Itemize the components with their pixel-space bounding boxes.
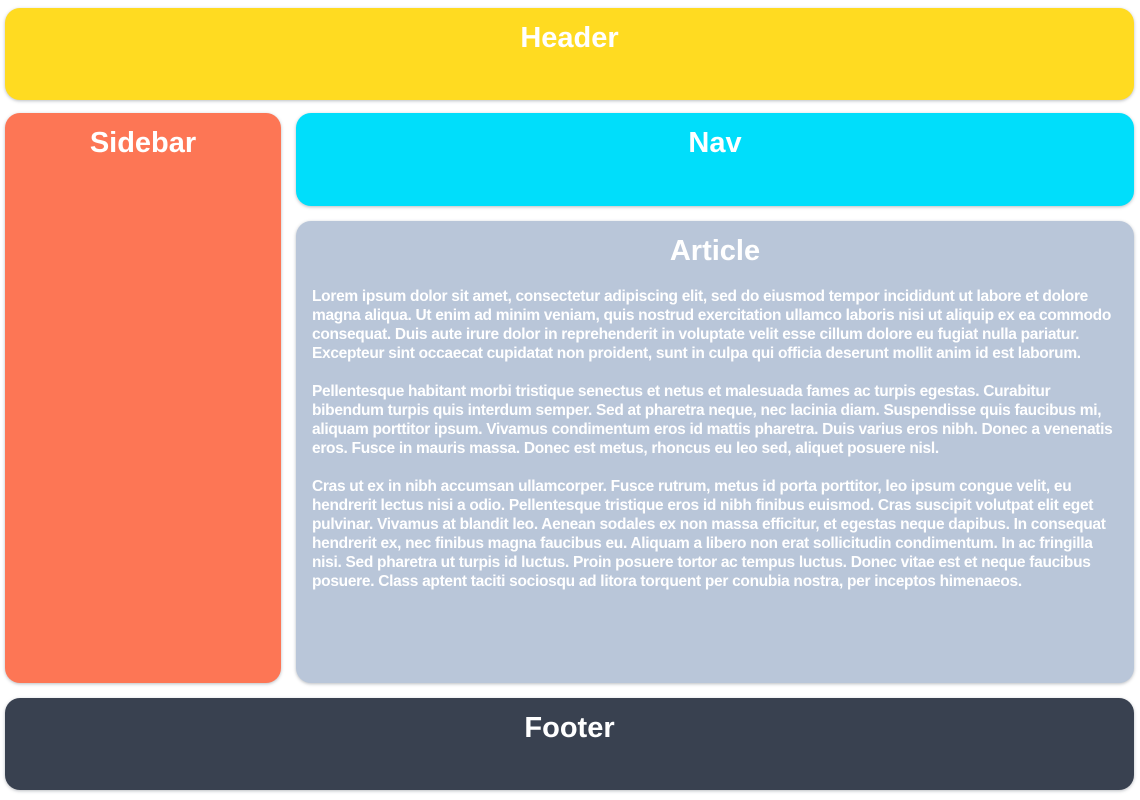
footer-title: Footer [524, 712, 615, 744]
page-layout: Header Sidebar Nav Article Lorem ipsum d… [5, 8, 1134, 790]
nav: Nav [296, 113, 1134, 206]
article-paragraph: Lorem ipsum dolor sit amet, consectetur … [312, 288, 1112, 362]
header: Header [5, 8, 1134, 100]
footer: Footer [5, 698, 1134, 790]
sidebar-title: Sidebar [89, 127, 197, 159]
article-title: Article [669, 235, 761, 267]
nav-title: Nav [688, 127, 742, 159]
article-paragraph: Cras ut ex in nibh accumsan ullamcorper.… [312, 478, 1106, 590]
middle-row: Sidebar Nav Article Lorem ipsum dolor si… [5, 113, 1134, 683]
article-paragraph: Pellentesque habitant morbi tristique se… [312, 383, 1113, 457]
right-column: Nav Article Lorem ipsum dolor sit amet, … [296, 113, 1134, 683]
article: Article Lorem ipsum dolor sit amet, cons… [296, 221, 1134, 683]
sidebar: Sidebar [5, 113, 281, 683]
header-title: Header [520, 22, 619, 54]
article-body: Lorem ipsum dolor sit amet, consectetur … [312, 287, 1118, 591]
